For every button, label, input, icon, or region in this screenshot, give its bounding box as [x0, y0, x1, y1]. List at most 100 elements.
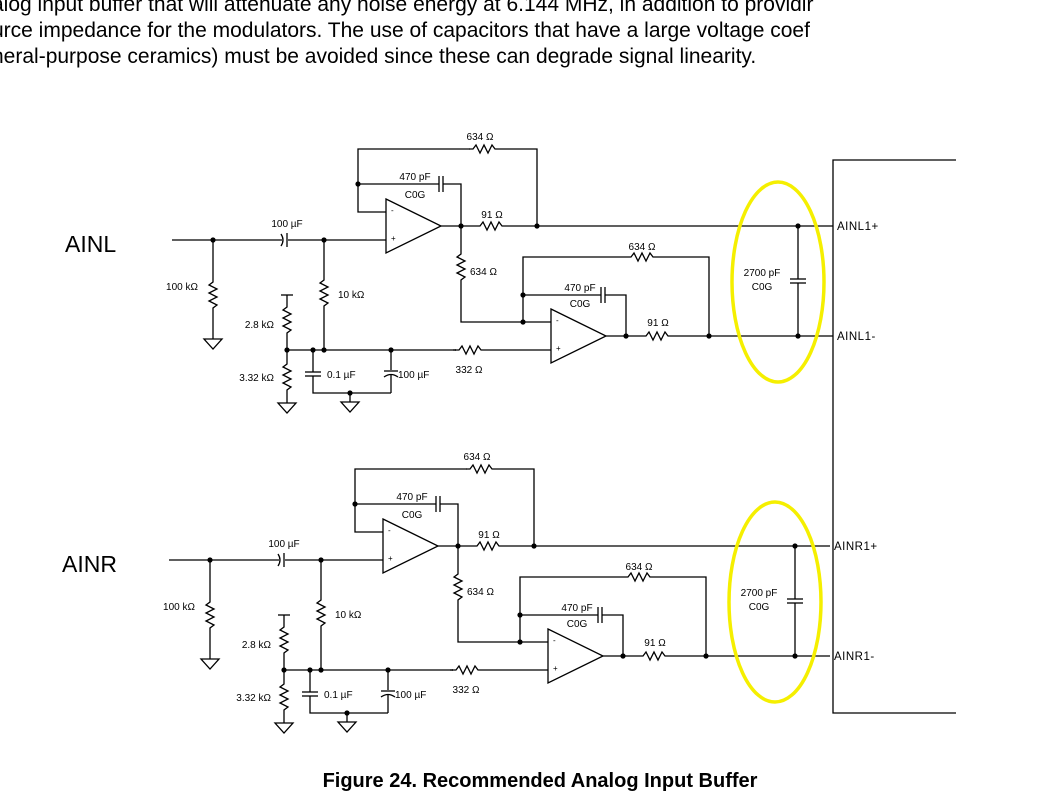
wire	[654, 576, 707, 656]
component-label: C0G	[752, 282, 773, 293]
polarized-capacitor-icon	[277, 553, 285, 567]
component-label: 634 Ω	[470, 267, 497, 278]
adc-chip-outline	[832, 159, 956, 714]
component-label: 100 µF	[398, 370, 429, 381]
component-label: 470 pF	[561, 603, 592, 614]
wire	[357, 148, 470, 213]
component-label: 3.32 kΩ	[236, 693, 271, 704]
component-label: 634 Ω	[467, 132, 494, 143]
pin-label-neg: AINL1-	[837, 331, 876, 343]
component-label: 91 Ω	[647, 318, 669, 329]
capacitor-icon	[790, 278, 806, 284]
highlight-ellipse	[727, 500, 823, 704]
resistor-icon	[319, 275, 329, 311]
resistor-icon	[279, 622, 289, 658]
capacitor-icon	[438, 176, 444, 192]
resistor-icon	[453, 569, 463, 605]
component-label: 100 kΩ	[163, 602, 195, 613]
component-label: 634 Ω	[626, 562, 653, 573]
resistor-icon	[641, 331, 673, 341]
capacitor-icon	[597, 607, 603, 623]
resistor-icon	[623, 572, 655, 582]
highlight-ellipse	[730, 180, 826, 384]
ground-icon	[277, 402, 297, 414]
ground-icon	[337, 721, 357, 733]
ground-icon	[200, 658, 220, 670]
component-label: 10 kΩ	[338, 290, 365, 301]
resistor-icon	[468, 144, 500, 154]
wire	[519, 576, 624, 642]
capacitor-icon	[302, 691, 318, 697]
component-label: 2700 pF	[741, 588, 778, 599]
wire	[460, 284, 551, 323]
resistor-icon	[316, 595, 326, 631]
component-label: C0G	[749, 602, 770, 613]
component-label: 2.8 kΩ	[245, 320, 275, 331]
resistor-icon	[475, 221, 507, 231]
paragraph-line-3: neral-purpose ceramics) must be avoided …	[0, 45, 757, 68]
resistor-icon	[472, 541, 504, 551]
polarized-capacitor-icon	[383, 370, 399, 378]
junction-dot	[623, 333, 629, 339]
component-label: 634 Ω	[629, 242, 656, 253]
component-label: 470 pF	[399, 172, 430, 183]
wire	[605, 294, 627, 336]
opamp-minus-label: -	[391, 206, 394, 215]
component-label: C0G	[567, 619, 588, 630]
input-label: AINL	[65, 231, 116, 257]
component-label: 100 µF	[268, 539, 299, 550]
opamp-icon: -+	[382, 517, 440, 575]
junction-dot	[706, 333, 712, 339]
pin-label-neg: AINR1-	[834, 651, 875, 663]
wire	[602, 614, 624, 656]
component-label: C0G	[570, 299, 591, 310]
component-label: 100 µF	[271, 219, 302, 230]
ground-icon	[274, 722, 294, 734]
resistor-icon	[626, 252, 658, 262]
junction-dot	[318, 667, 324, 673]
component-label: 2.8 kΩ	[242, 640, 272, 651]
component-label: 100 kΩ	[166, 282, 198, 293]
opamp-minus-label: -	[556, 316, 559, 325]
paragraph-line-1: alog input buffer that will attenuate an…	[0, 0, 814, 16]
component-label: 0.1 µF	[327, 370, 356, 381]
junction-dot	[534, 223, 540, 229]
component-label: 0.1 µF	[324, 690, 353, 701]
component-label: C0G	[402, 510, 423, 521]
junction-dot	[703, 653, 709, 659]
component-label: 91 Ω	[481, 210, 503, 221]
wire	[443, 183, 462, 226]
pin-label-pos: AINL1+	[837, 221, 879, 233]
capacitor-icon	[435, 496, 441, 512]
wire	[440, 503, 459, 546]
junction-dot	[620, 653, 626, 659]
component-label: 332 Ω	[456, 365, 483, 376]
component-label: 634 Ω	[467, 587, 494, 598]
opamp-plus-label: +	[556, 344, 561, 353]
wire	[496, 468, 535, 546]
capacitor-icon	[600, 287, 606, 303]
resistor-icon	[456, 249, 466, 285]
component-label: 10 kΩ	[335, 610, 362, 621]
pin-label-pos: AINR1+	[834, 541, 878, 553]
wire	[312, 376, 391, 394]
figure-caption: Figure 24. Recommended Analog Input Buff…	[323, 770, 758, 792]
resistor-icon	[465, 464, 497, 474]
component-label: 91 Ω	[644, 638, 666, 649]
component-label: 470 pF	[396, 492, 427, 503]
resistor-icon	[208, 277, 218, 313]
resistor-icon	[279, 679, 289, 715]
component-label: C0G	[405, 190, 426, 201]
wire	[499, 148, 538, 226]
opamp-icon: -+	[385, 197, 443, 255]
opamp-plus-label: +	[553, 664, 558, 673]
junction-dot	[531, 543, 537, 549]
opamp-minus-label: -	[553, 636, 556, 645]
component-label: 100 µF	[395, 690, 426, 701]
opamp-plus-label: +	[391, 234, 396, 243]
opamp-icon: -+	[547, 627, 605, 685]
junction-dot	[321, 347, 327, 353]
